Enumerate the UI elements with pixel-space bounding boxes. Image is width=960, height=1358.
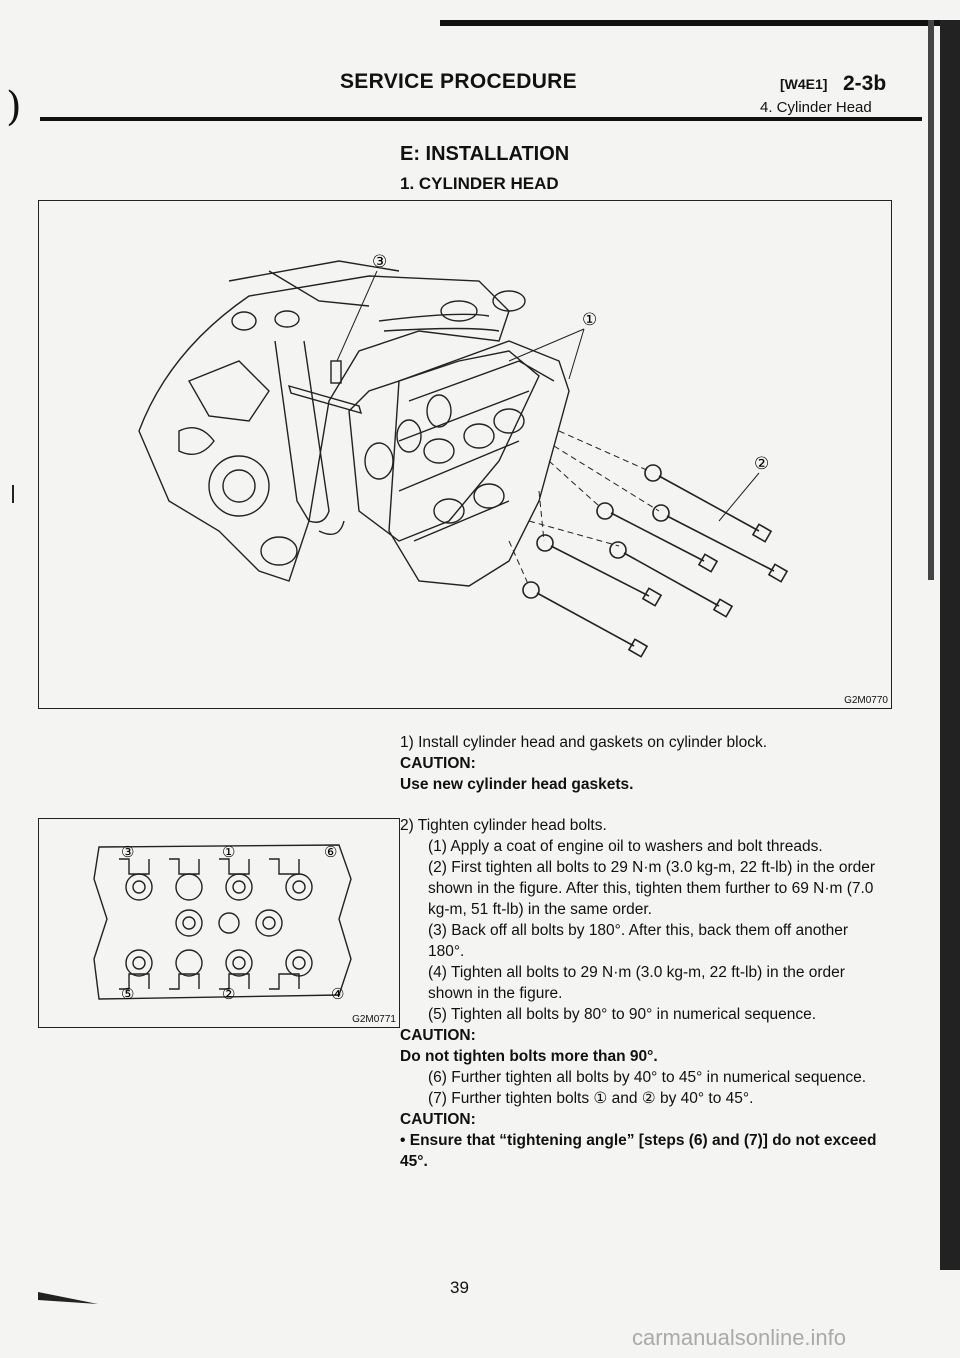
- section-heading: E: INSTALLATION: [400, 143, 570, 165]
- scan-edge-right-inner: [928, 20, 934, 580]
- page-header-title: SERVICE PROCEDURE: [340, 70, 577, 93]
- caution-text: Use new cylinder head gaskets.: [400, 776, 634, 793]
- callout-2: ②: [754, 454, 769, 474]
- order-6: ⑥: [324, 843, 337, 861]
- sub-step-7: (7) Further tighten bolts ① and ② by 40°…: [428, 1090, 754, 1107]
- page-header-subtitle: 4. Cylinder Head: [760, 99, 872, 116]
- sub-step-5: (5) Tighten all bolts by 80° to 90° in n…: [428, 1006, 817, 1023]
- page-header-code: [W4E1]: [780, 76, 828, 92]
- binding-mark: ): [6, 84, 22, 130]
- order-1: ①: [222, 843, 235, 861]
- watermark: carmanualsonline.info: [632, 1325, 847, 1350]
- figure-code: G2M0770: [844, 695, 888, 706]
- cylinder-head-illustration: ③ ① ②: [138, 252, 789, 658]
- figure-cylinder-head-installation: ③ ① ② G2M0770: [38, 200, 892, 709]
- figure-code: G2M0771: [352, 1014, 396, 1025]
- figure-bolt-tightening-order: ③ ① ⑥ ⑤ ② ④ G2M0771: [38, 818, 400, 1028]
- sub-step-1: (1) Apply a coat of engine oil to washer…: [428, 838, 823, 855]
- sub-step-3: (3) Back off all bolts by 180°. After th…: [428, 922, 849, 960]
- page-number: 39: [450, 1278, 469, 1297]
- callout-3: ③: [372, 252, 387, 272]
- scan-edge-top: [440, 20, 940, 26]
- order-2: ②: [222, 985, 235, 1003]
- sub-step-2: (2) First tighten all bolts to 29 N·m (3…: [428, 859, 876, 918]
- callout-1: ①: [582, 310, 597, 330]
- caution-text: Do not tighten bolts more than 90°.: [400, 1048, 658, 1065]
- sub-heading: 1. CYLINDER HEAD: [400, 174, 559, 193]
- order-4: ④: [331, 985, 344, 1003]
- page-header-section: 2-3b: [843, 72, 887, 95]
- scan-edge-right: [940, 20, 960, 1270]
- binding-mark-2: [12, 485, 14, 503]
- sub-step-6: (6) Further tighten all bolts by 40° to …: [428, 1069, 867, 1086]
- sub-step-4: (4) Tighten all bolts to 29 N·m (3.0 kg-…: [428, 964, 845, 1002]
- order-5: ⑤: [121, 985, 134, 1003]
- procedure-text: 1) Install cylinder head and gaskets on …: [400, 732, 882, 1172]
- caution-label: CAUTION:: [400, 1027, 476, 1044]
- bolt-order-diagram: ③ ① ⑥ ⑤ ② ④: [93, 843, 352, 1003]
- caution-text: • Ensure that “tightening angle” [steps …: [400, 1132, 877, 1170]
- caution-label: CAUTION:: [400, 755, 476, 772]
- header-rule: [40, 117, 922, 121]
- caution-label: CAUTION:: [400, 1111, 476, 1128]
- scan-mark-bottom: [38, 1292, 98, 1304]
- step-1: 1) Install cylinder head and gaskets on …: [400, 734, 768, 751]
- order-3: ③: [121, 843, 134, 861]
- step-2: 2) Tighten cylinder head bolts.: [400, 817, 607, 834]
